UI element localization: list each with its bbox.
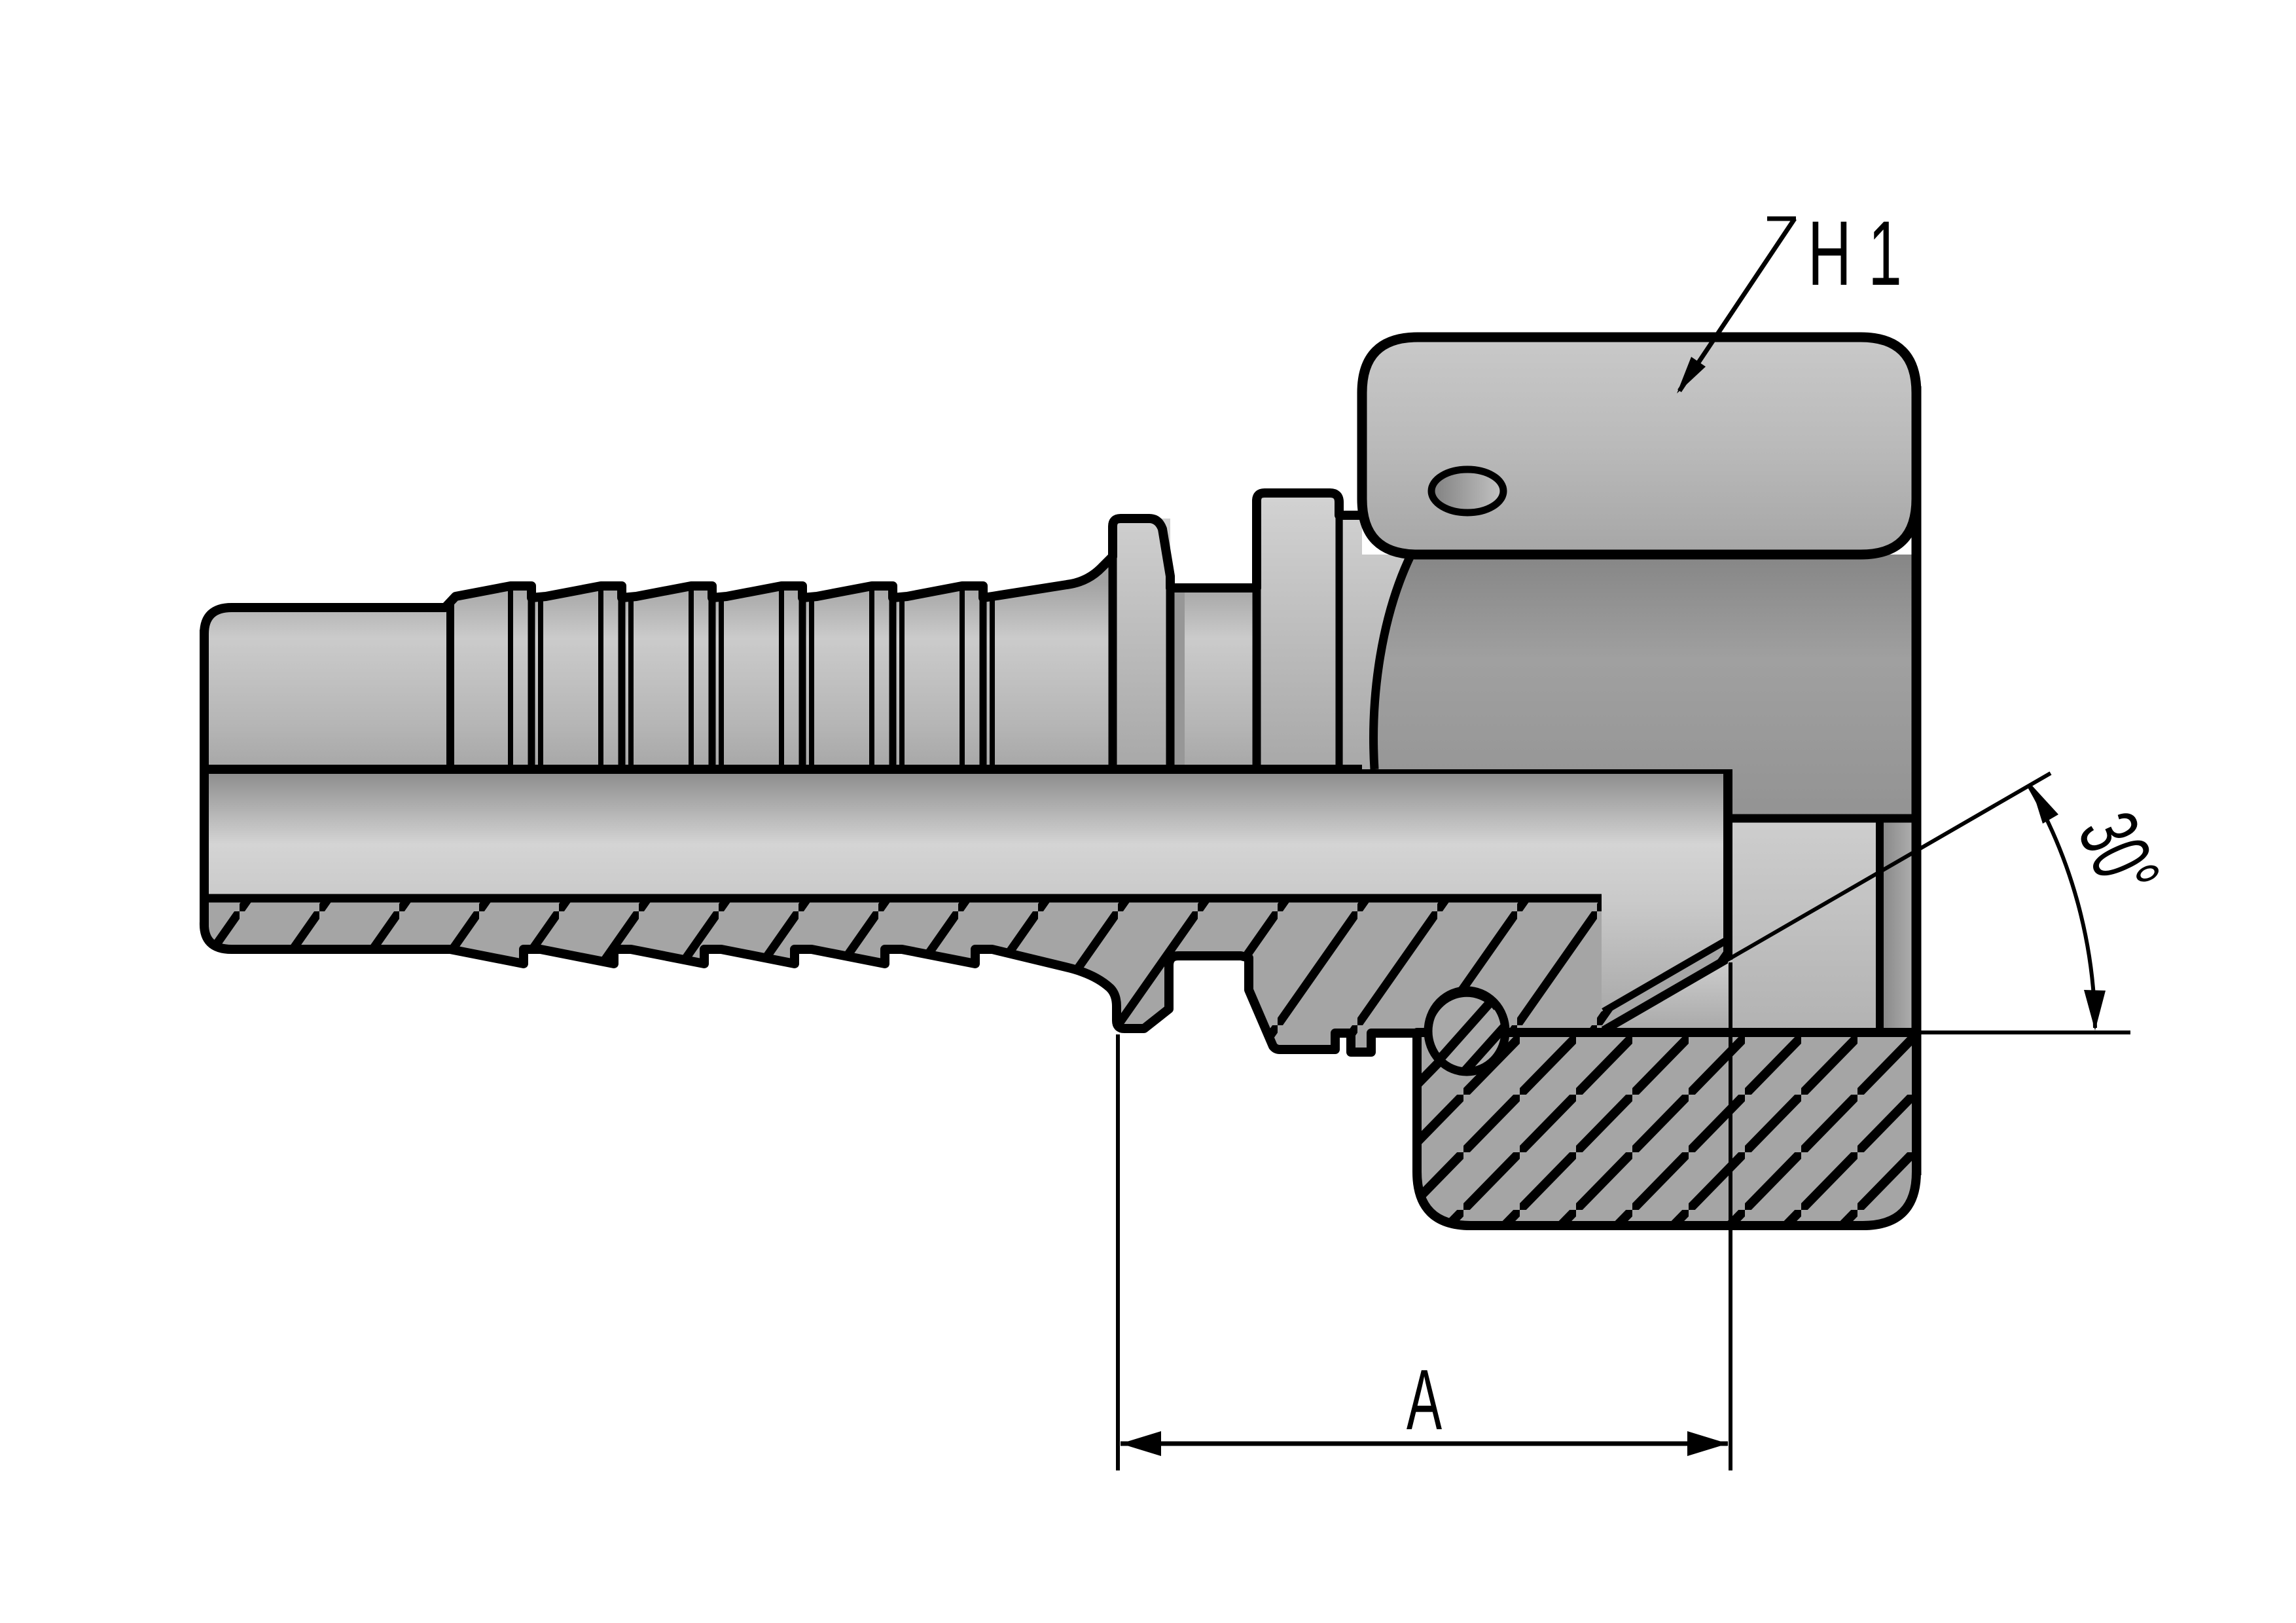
nut-section-block [1412, 1028, 1921, 1230]
hose-tail-external [200, 488, 1365, 926]
collar-ring-1-face [1113, 519, 1170, 769]
angle-label-group: 30° [2060, 799, 2178, 909]
length-dimension: A [1116, 962, 1732, 1470]
dim-arrow-left [1121, 1431, 1161, 1456]
tail-top-outline [200, 488, 1365, 638]
collar-ring-2-face [1257, 493, 1339, 769]
dim-arrow-right [1687, 1431, 1728, 1456]
tail-wall-section [199, 894, 1602, 1057]
length-dimension-label: A [1407, 1352, 1442, 1448]
wire-groove-land [1342, 515, 1362, 769]
seat-angle-incline-line [1670, 771, 2052, 994]
bore-interior [203, 769, 1728, 1012]
nut-neck-fillet [1369, 553, 1415, 770]
leader-arrowhead [1677, 357, 1706, 393]
barb-edges [446, 587, 995, 769]
seat-angle-label: 30° [2060, 799, 2178, 909]
nut-inner-wall [1880, 818, 1916, 1032]
nut-callout-label: H 1 [1808, 203, 1902, 305]
arc-arrow-lower [2084, 990, 2106, 1030]
arc-arrow-upper [2030, 784, 2058, 824]
angle-dimension [1670, 771, 2106, 1030]
nut-body [1373, 555, 1916, 818]
seat-edge-upper [1602, 936, 1730, 1015]
retaining-wire-section [1424, 986, 1510, 1076]
tail-bottom-outline [199, 894, 1433, 1057]
wire-insertion-hole [1427, 465, 1507, 517]
component-callout: H 1 [1677, 203, 1902, 393]
block-hatch-lines [1417, 1032, 1916, 1226]
nut-cap [1357, 332, 1922, 560]
block-outline [1412, 1028, 1921, 1230]
